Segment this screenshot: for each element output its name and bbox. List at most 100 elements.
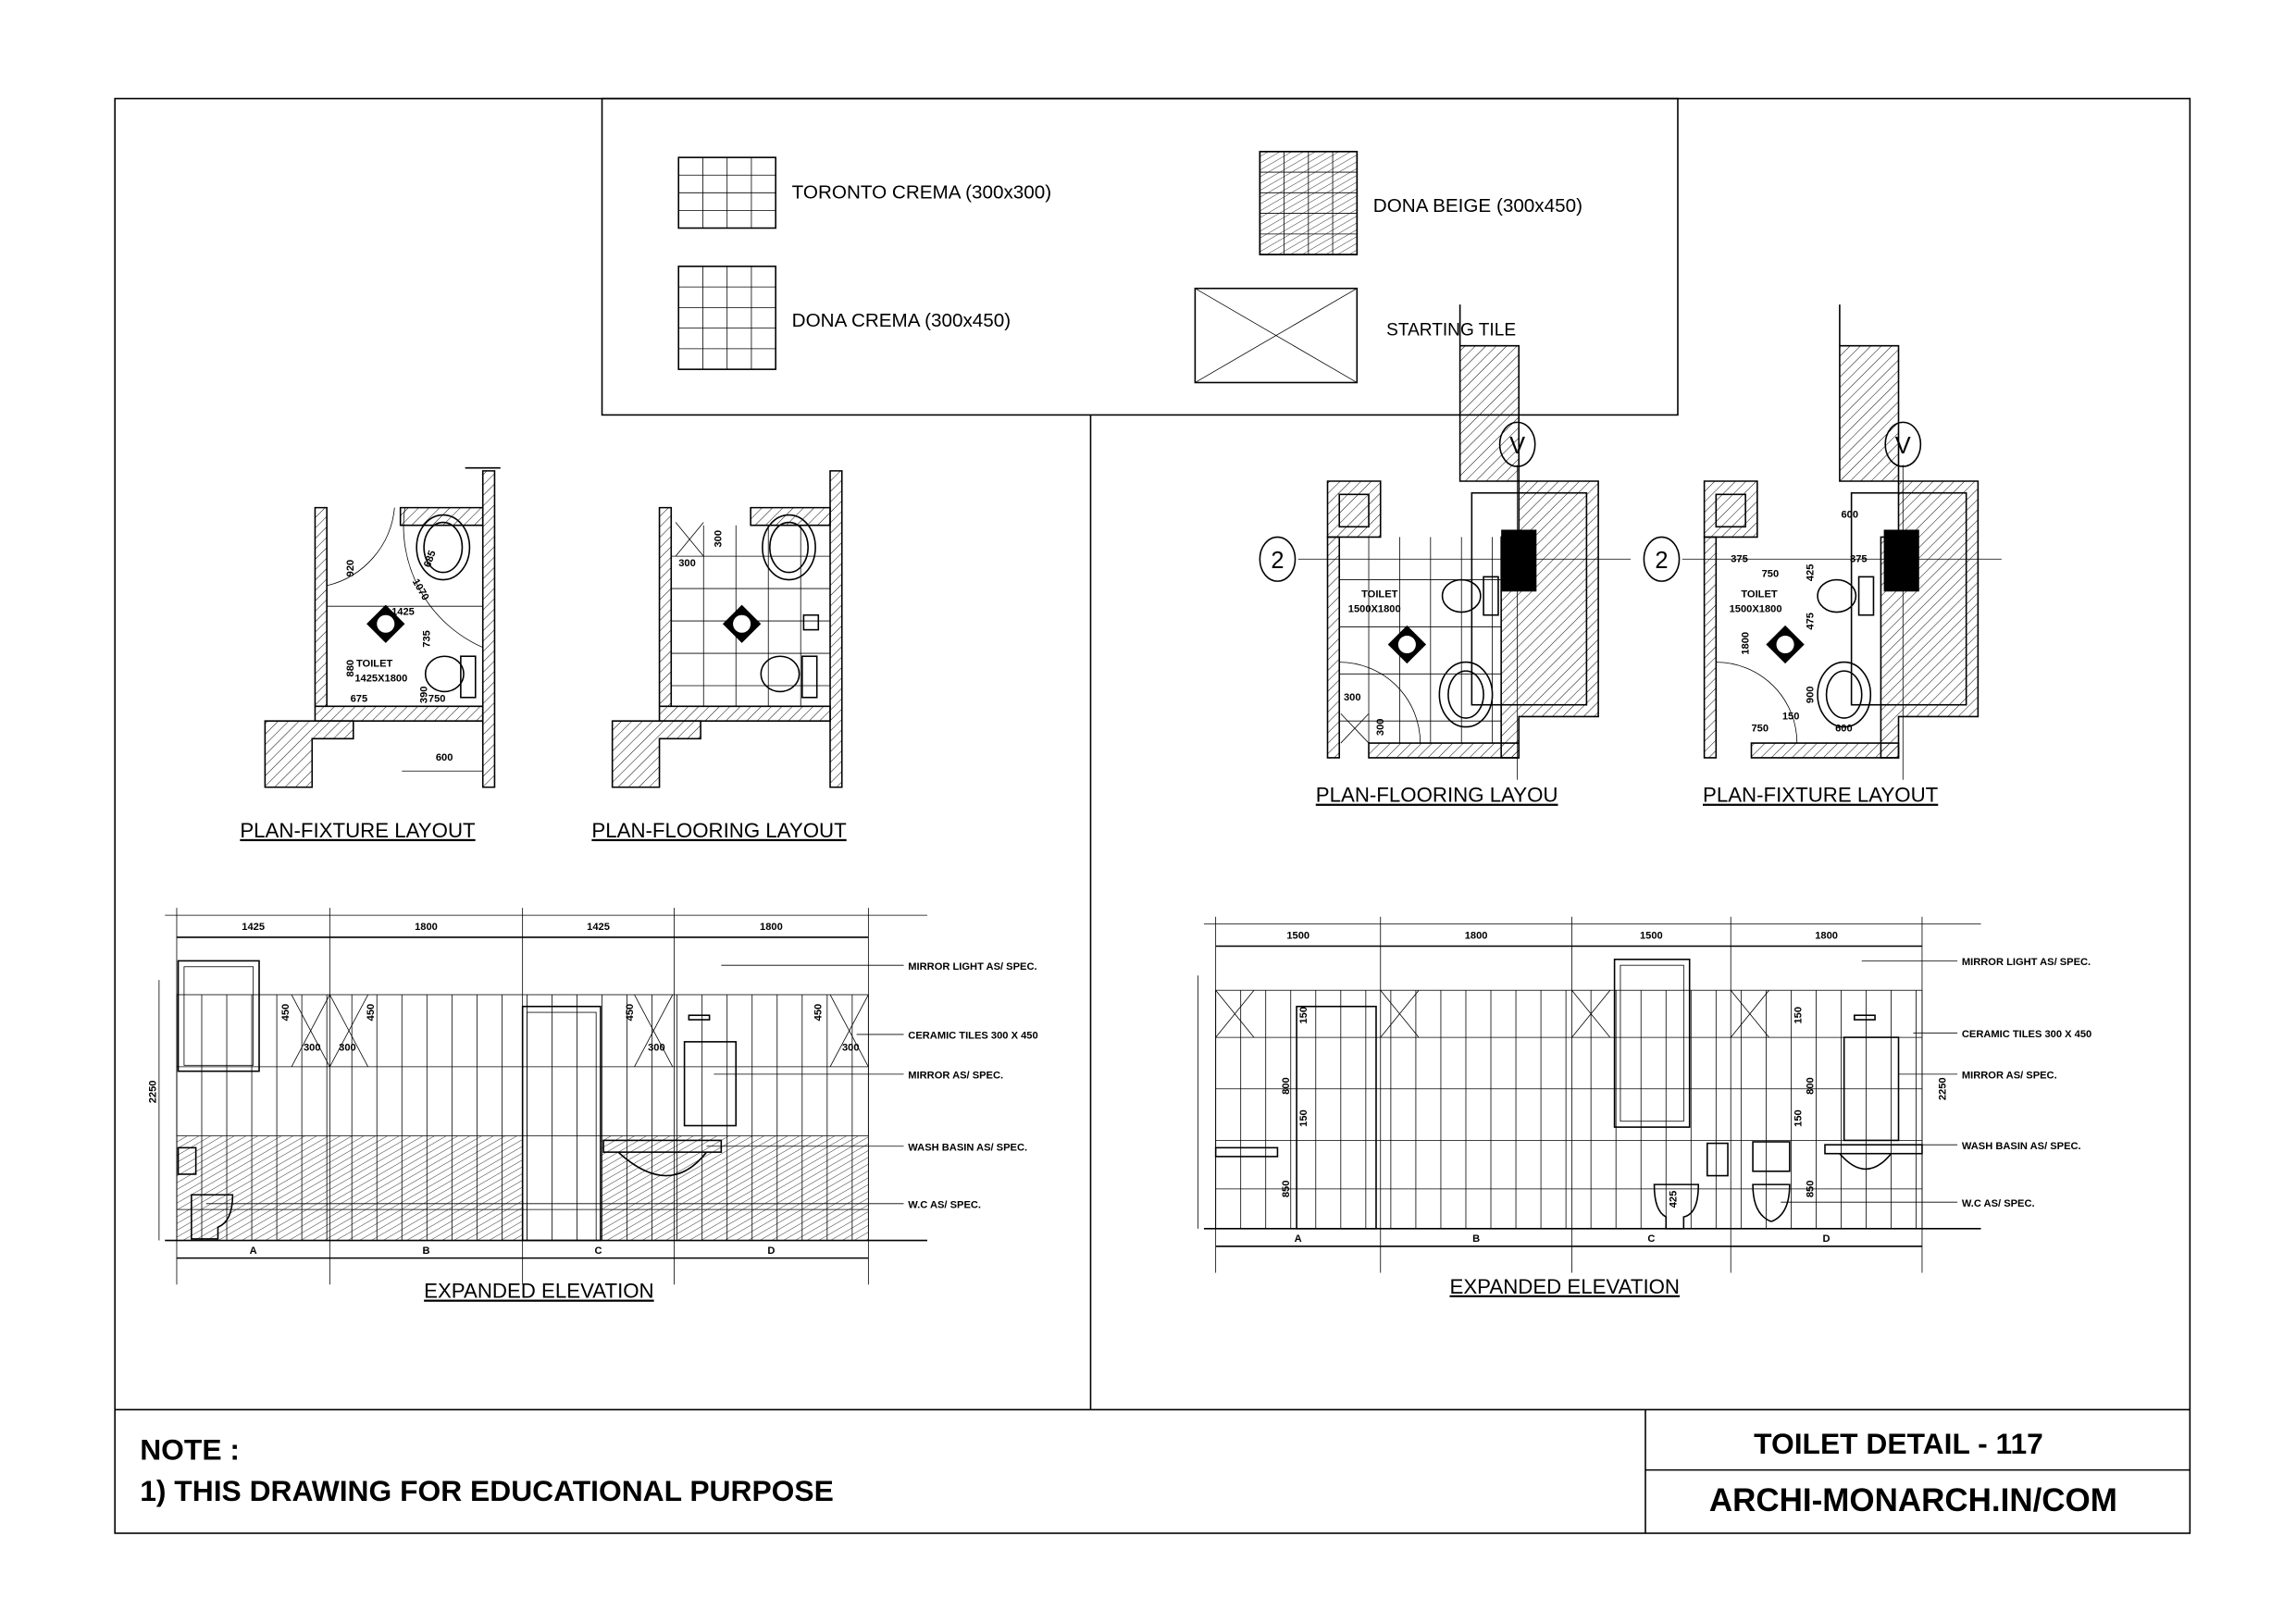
left-elevation-title: EXPANDED ELEVATION: [424, 1280, 654, 1303]
tile-legend: TORONTO CREMA (300x300) DONA CREMA (300x…: [677, 150, 1582, 384]
right-fixture-title: PLAN-FIXTURE LAYOUT: [1703, 784, 1939, 807]
wall-label: D: [1823, 1233, 1831, 1245]
left-fixture-title: PLAN-FIXTURE LAYOUT: [240, 819, 476, 842]
top-dimension: 1500: [1286, 931, 1309, 942]
tile-dimension: 300: [842, 1042, 860, 1053]
side-dimension: 150: [1793, 1007, 1805, 1024]
line: [1380, 989, 1420, 1038]
callout-label: WASH BASIN AS/ SPEC.: [908, 1143, 1027, 1154]
legend-dona-beige: DONA BEIGE (300x450): [1373, 195, 1582, 217]
svg-text:750: 750: [1751, 723, 1769, 734]
website: ARCHI-MONARCH.IN/COM: [1709, 1482, 2117, 1518]
note-heading: NOTE :: [140, 1432, 240, 1466]
callout-label: W.C AS/ SPEC.: [1962, 1198, 2035, 1209]
side-dimension: 850: [1281, 1181, 1292, 1198]
svg-text:2: 2: [1655, 548, 1668, 574]
wall-label: D: [767, 1245, 775, 1257]
callout-label: WASH BASIN AS/ SPEC.: [1962, 1141, 2081, 1152]
drawing-title: TOILET DETAIL - 117: [1754, 1427, 2043, 1460]
svg-text:600: 600: [436, 752, 453, 763]
svg-text:685: 685: [422, 549, 439, 569]
svg-text:675: 675: [351, 694, 368, 705]
top-dimension: 1800: [1465, 931, 1488, 942]
svg-text:300: 300: [1375, 719, 1386, 737]
callout-label: W.C AS/ SPEC.: [908, 1200, 981, 1211]
top-dimension: 1800: [415, 922, 438, 933]
svg-text:1425X1800: 1425X1800: [354, 673, 407, 684]
line: [1215, 989, 1255, 1038]
svg-text:1500X1800: 1500X1800: [1730, 604, 1782, 615]
tile-dimension: 450: [625, 1004, 636, 1022]
svg-text:V: V: [1509, 433, 1525, 459]
callout-label: CERAMIC TILES 300 X 450: [908, 1031, 1037, 1042]
grid-bubble-v: V: [1498, 421, 1536, 467]
svg-text:900: 900: [1805, 687, 1816, 704]
line: [1730, 989, 1769, 1038]
tile-dimension: 450: [366, 1004, 377, 1022]
sheet-frame: [114, 97, 2191, 1534]
svg-text:750: 750: [428, 694, 446, 705]
legend-starting-tile: STARTING TILE: [1386, 321, 1516, 341]
svg-text:300: 300: [678, 558, 696, 569]
callout-label: CERAMIC TILES 300 X 450: [1962, 1029, 2091, 1040]
top-dimension: 1425: [587, 922, 610, 933]
left-plan-flooring-layout: 300 300: [611, 470, 843, 788]
top-dimension: 1500: [1640, 931, 1663, 942]
dona-beige-swatch: [1259, 150, 1359, 255]
svg-text:1070: 1070: [410, 577, 431, 602]
svg-text:1500X1800: 1500X1800: [1348, 604, 1401, 615]
top-dimension: 1425: [242, 922, 265, 933]
top-dimension: 1800: [1815, 931, 1838, 942]
legend-toronto-crema: TORONTO CREMA (300x300): [792, 182, 1051, 204]
svg-text:300: 300: [713, 530, 724, 548]
wall-label: B: [422, 1245, 429, 1257]
tile-dimension: 300: [339, 1042, 356, 1053]
wall-label: A: [1295, 1233, 1302, 1245]
svg-text:600: 600: [1841, 510, 1858, 521]
svg-text:600: 600: [1835, 723, 1853, 734]
svg-text:475: 475: [1805, 613, 1816, 630]
callout-label: MIRROR AS/ SPEC.: [908, 1071, 1003, 1082]
svg-text:V: V: [1895, 433, 1911, 459]
right-elevation-title: EXPANDED ELEVATION: [1449, 1275, 1680, 1298]
svg-text:2: 2: [1271, 548, 1284, 574]
wall-label: A: [250, 1245, 257, 1257]
height-dimension: 2250: [148, 1081, 159, 1104]
side-dimension: 425: [1668, 1191, 1679, 1208]
callout-label: MIRROR LIGHT AS/ SPEC.: [1962, 957, 2091, 968]
dona-crema-swatch: [677, 266, 776, 370]
svg-text:1800: 1800: [1740, 632, 1751, 655]
orientation-diamond-icon: [722, 604, 762, 643]
svg-text:TOILET: TOILET: [1361, 589, 1398, 601]
grid-bubble-v: V: [1884, 421, 1922, 467]
line: [1571, 989, 1611, 1038]
svg-text:390: 390: [418, 687, 429, 704]
top-dimension: 1800: [760, 922, 783, 933]
left-plan-fixture-layout: 920 685 1070 1425 735 880 TOILET 1425X18…: [264, 466, 501, 788]
svg-text:920: 920: [345, 560, 356, 577]
line: [829, 994, 869, 1068]
svg-text:TOILET: TOILET: [356, 658, 393, 669]
svg-text:735: 735: [421, 630, 432, 648]
starting-tile-swatch: [1194, 287, 1359, 384]
wall-label: C: [595, 1245, 602, 1257]
side-dimension: 800: [1805, 1077, 1816, 1095]
wall-outline: [1215, 989, 1923, 1230]
right-plan-flooring-layout: TOILET 1500X1800 300 300 V 2: [1259, 304, 1632, 780]
side-dimension: 800: [1281, 1077, 1292, 1095]
callout-label: MIRROR AS/ SPEC.: [1962, 1071, 2057, 1082]
side-dimension: 850: [1805, 1181, 1816, 1198]
tile-dimension: 300: [304, 1042, 321, 1053]
callout-label: MIRROR LIGHT AS/ SPEC.: [908, 961, 1036, 973]
line: [291, 994, 330, 1068]
svg-text:425: 425: [1805, 564, 1816, 582]
legend-dona-crema: DONA CREMA (300x450): [792, 310, 1011, 331]
orientation-diamond-icon: [1387, 625, 1427, 664]
side-dimension: 150: [1793, 1109, 1805, 1127]
svg-text:1425: 1425: [391, 607, 415, 618]
svg-text:150: 150: [1782, 712, 1800, 723]
orientation-diamond-icon: [1766, 625, 1805, 664]
svg-text:880: 880: [345, 660, 356, 677]
